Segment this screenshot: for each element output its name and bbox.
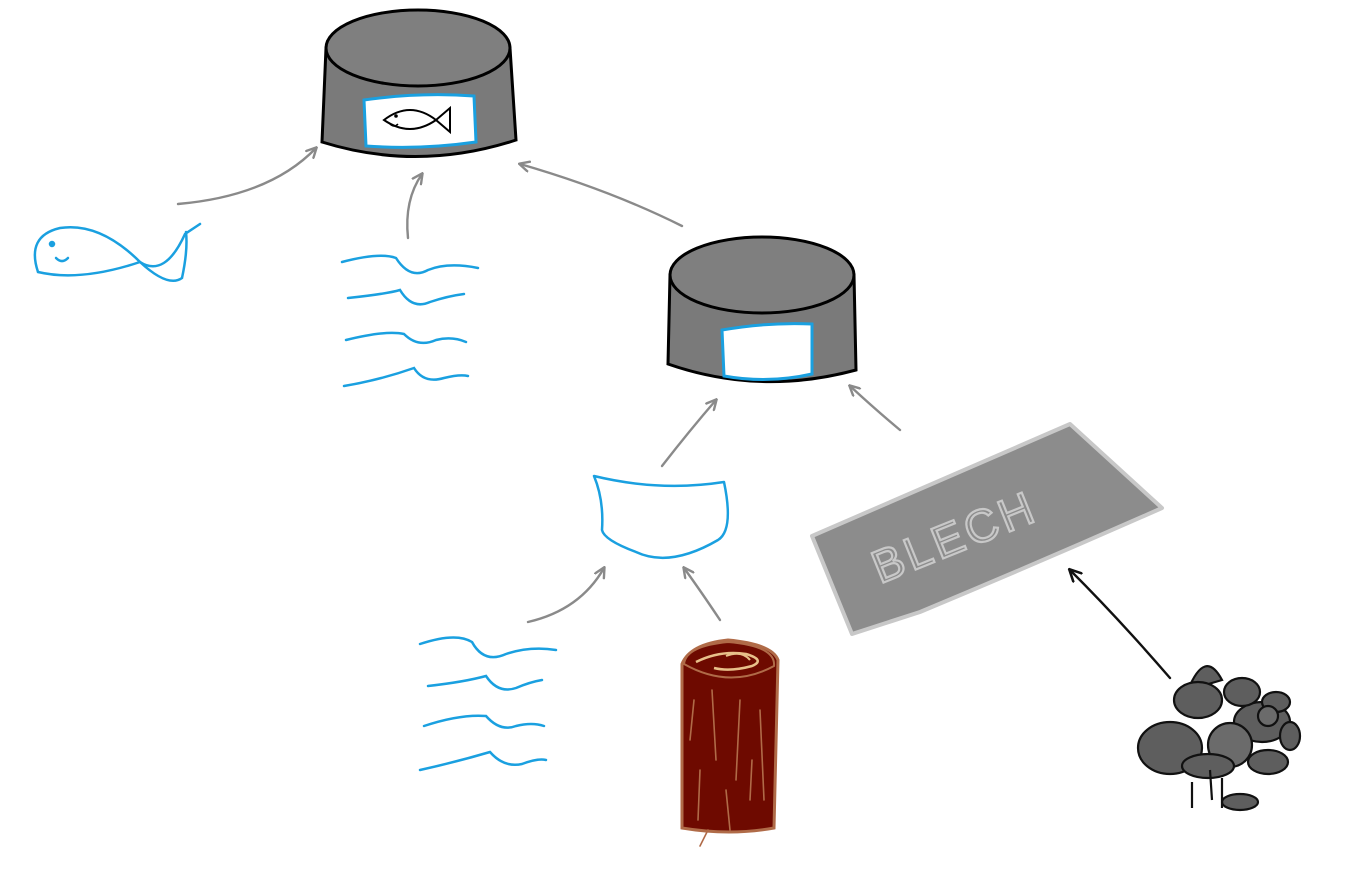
arrow-bowl-to-emptycan xyxy=(660,400,716,468)
recipe-arrows xyxy=(176,148,1172,680)
fish-icon xyxy=(33,222,202,282)
water-icon xyxy=(340,254,480,388)
arrow-log-to-bowl xyxy=(684,568,722,622)
sheet-metal-icon: BLECH xyxy=(810,422,1164,636)
arrow-fish-to-can xyxy=(176,148,316,206)
canned-fish-icon xyxy=(320,8,518,158)
tin-can-icon xyxy=(666,235,858,384)
water-icon xyxy=(418,636,558,772)
arrow-sheet-to-emptycan xyxy=(850,386,902,432)
log-icon xyxy=(680,638,780,847)
ore-icon xyxy=(1136,665,1302,812)
arrow-emptycan-to-fishcan xyxy=(520,164,684,228)
fish-label-icon xyxy=(382,105,451,135)
bowl-icon xyxy=(592,474,730,560)
arrow-water-to-bowl xyxy=(526,568,604,624)
arrow-water-to-can xyxy=(406,174,422,240)
arrow-ore-to-sheet xyxy=(1070,570,1172,680)
